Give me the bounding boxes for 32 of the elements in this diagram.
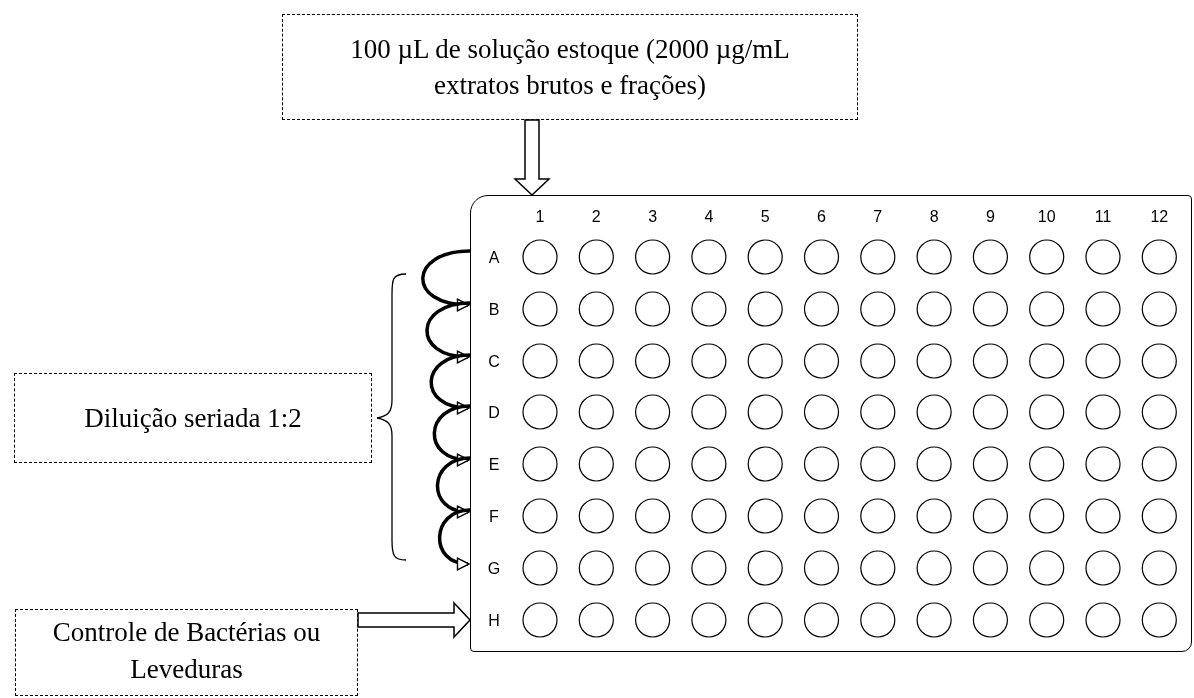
curved-arrow	[437, 508, 471, 570]
column-number: 10	[1036, 208, 1057, 226]
column-number: 5	[759, 208, 771, 226]
column-number: 6	[816, 208, 827, 226]
row-letter: A	[473, 246, 515, 270]
column-number: 11	[1093, 208, 1113, 226]
text-box: Diluição seriada 1:2	[14, 373, 372, 463]
curved-arrow	[425, 301, 471, 363]
row-letter: G	[473, 557, 515, 581]
column-number: 4	[703, 208, 715, 226]
column-number: 7	[872, 208, 884, 226]
column-number: 12	[1149, 208, 1170, 226]
curved-arrow	[421, 249, 471, 311]
hollow-arrow	[357, 601, 472, 639]
curved-arrow	[435, 456, 471, 518]
column-number: 2	[590, 208, 602, 226]
text-box: 100 µL de solução estoque (2000 µg/mL extratos brutos e frações)	[282, 14, 858, 120]
column-number: 1	[534, 208, 546, 226]
column-number: 8	[928, 208, 940, 226]
row-letter: D	[473, 401, 515, 425]
row-letter: F	[473, 505, 515, 529]
curved-arrow	[432, 404, 471, 466]
hollow-arrow	[513, 119, 551, 197]
column-number: 3	[647, 208, 659, 226]
column-number: 9	[984, 208, 996, 226]
row-letter: B	[473, 298, 515, 322]
text-box: Controle de Bactérias ou Leveduras	[15, 609, 358, 696]
row-letter: C	[473, 350, 515, 374]
row-letter: H	[473, 609, 515, 633]
row-letter: E	[473, 453, 515, 477]
curved-arrow	[429, 353, 471, 414]
microplate	[470, 195, 1192, 652]
